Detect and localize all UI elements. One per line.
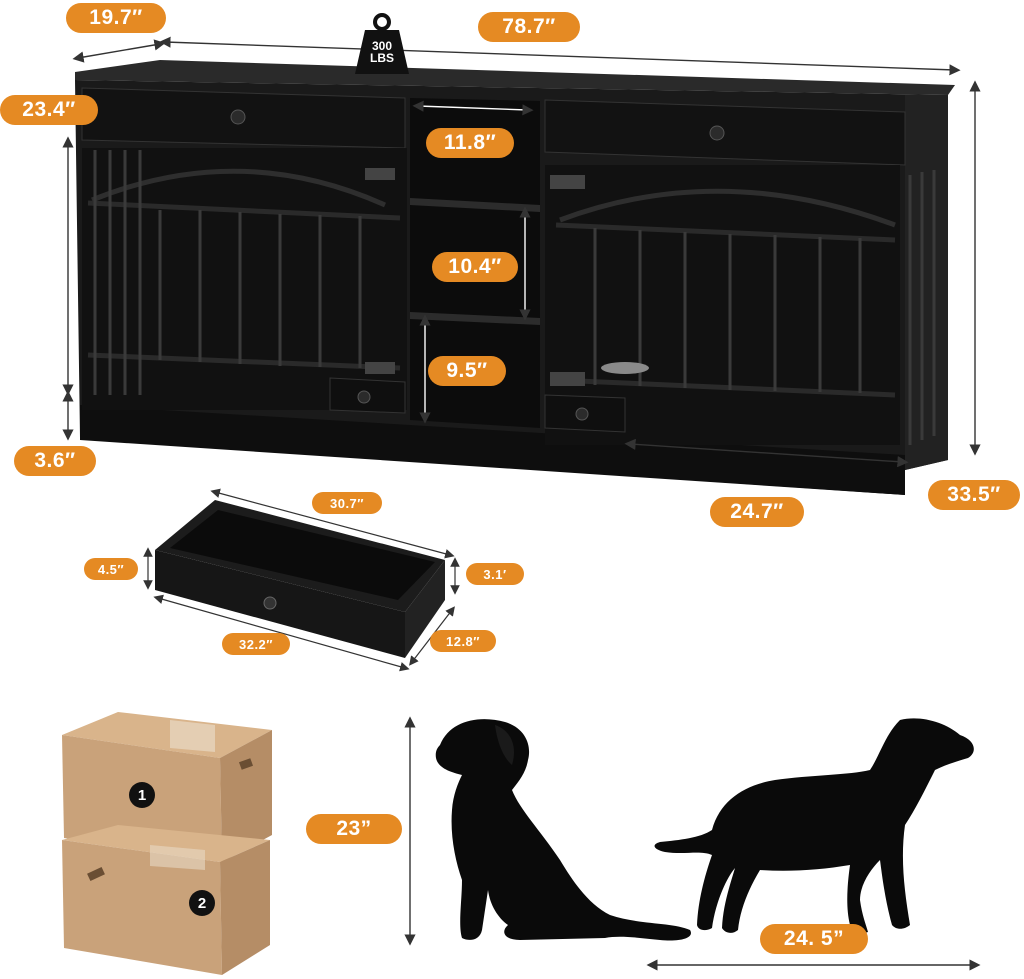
weight-capacity-label: 300 LBS	[355, 40, 409, 64]
depth-label: 19.7″	[66, 3, 166, 33]
sitting-dog-silhouette	[435, 719, 691, 941]
total-height-label: 33.5″	[928, 480, 1020, 510]
shelf-width-label: 11.8″	[426, 128, 514, 158]
dog-height-label: 23”	[306, 814, 402, 844]
upper-height-label: 23.4″	[0, 95, 98, 125]
shelf-mid-height-label: 10.4″	[432, 252, 518, 282]
drawer-illustration	[155, 500, 445, 658]
weight-capacity-unit: LBS	[370, 51, 394, 65]
drawer-depth-label: 12.8″	[430, 630, 496, 652]
weight-icon	[355, 13, 409, 74]
weight-capacity-value: 300	[371, 39, 393, 53]
left-crate-door	[82, 148, 407, 414]
top-left-drawer	[81, 87, 406, 149]
box-2-badge: 2	[189, 890, 215, 916]
package-box-2	[62, 825, 270, 975]
right-crate-door	[544, 165, 936, 445]
standing-dog-silhouette	[654, 718, 974, 934]
dimension-lines	[62, 36, 981, 468]
drawer-inner-length-label: 30.7″	[312, 492, 382, 514]
drawer-inner-height-label: 3.1′	[466, 563, 524, 585]
width-label: 78.7″	[478, 12, 580, 42]
dog-length-label: 24. 5”	[760, 924, 868, 954]
base-height-label: 3.6″	[14, 446, 96, 476]
box-1-badge: 1	[129, 782, 155, 808]
drawer-outer-length-label: 32.2″	[222, 633, 290, 655]
dog-crate-cabinet	[75, 60, 955, 495]
crate-depth-label: 24.7″	[710, 497, 804, 527]
dog-height-dimension	[404, 716, 981, 971]
shelf-low-height-label: 9.5″	[428, 356, 506, 386]
drawer-height-label: 4.5″	[84, 558, 138, 580]
top-right-drawer	[544, 99, 906, 166]
